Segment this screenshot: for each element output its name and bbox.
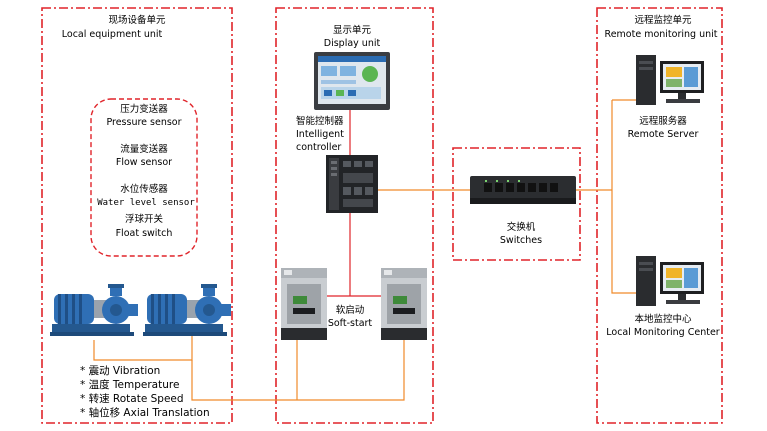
remote-server-cn: 远程服务器 — [639, 116, 687, 127]
soft-start-device-icon — [381, 268, 427, 340]
remote-trunk-wire — [611, 100, 640, 294]
display-monitor-icon — [314, 52, 390, 110]
float-switch-cn: 浮球开关 — [124, 214, 163, 225]
remote-server-computer-icon — [636, 55, 704, 105]
water-level-sensor-cn: 水位传感器 — [120, 184, 168, 195]
sensor-group-box — [90, 98, 198, 257]
measurement-vibration: * 震动 Vibration — [80, 365, 161, 377]
remote-unit-box — [596, 7, 723, 424]
display-unit-en: Display unit — [323, 38, 381, 49]
controller-box-icon — [326, 155, 378, 213]
pressure-sensor-cn: 压力变送器 — [120, 104, 168, 115]
soft-start-en: Soft-start — [327, 318, 373, 329]
water-level-sensor-en: Water level sensor — [97, 198, 195, 208]
controller-en-line1: Intelligent — [296, 129, 344, 140]
pump-to-softstart-wire — [93, 335, 193, 361]
soft-start-device-icon — [281, 268, 327, 340]
softstart2-network-wire — [297, 338, 405, 401]
switches-cn: 交换机 — [506, 222, 536, 233]
remote-unit-title-cn: 远程监控单元 — [634, 15, 692, 26]
pump-network-wire — [191, 360, 297, 401]
local-monitoring-center-en: Local Monitoring Center — [606, 327, 720, 338]
switch-unit-box — [452, 147, 581, 261]
measurement-temperature: * 温度 Temperature — [80, 379, 180, 391]
float-switch-en: Float switch — [115, 228, 173, 239]
controller-cn: 智能控制器 — [296, 116, 344, 127]
center-unit-box — [275, 7, 434, 424]
measurement-rotate-speed: * 转速 Rotate Speed — [80, 393, 184, 405]
switches-en: Switches — [499, 235, 543, 246]
local-unit-title-cn: 现场设备单元 — [108, 15, 166, 26]
local-monitoring-center-cn: 本地监控中心 — [634, 314, 692, 325]
pump-icon — [50, 284, 138, 336]
local-unit-box — [41, 7, 233, 424]
remote-server-en: Remote Server — [627, 129, 699, 140]
network-switch-icon — [470, 176, 576, 204]
flow-sensor-en: Flow sensor — [115, 157, 173, 168]
pump-icon — [143, 284, 231, 336]
flow-sensor-cn: 流量变送器 — [120, 144, 168, 155]
display-unit-cn: 显示单元 — [332, 25, 371, 36]
local-unit-title-en: Local equipment unit — [61, 29, 163, 40]
remote-unit-title-en: Remote monitoring unit — [604, 29, 718, 40]
controller-en-line2: controller — [296, 142, 342, 153]
local-monitoring-computer-icon — [636, 256, 704, 306]
pressure-sensor-en: Pressure sensor — [106, 117, 182, 128]
measurement-axial-translation: * 轴位移 Axial Translation — [80, 407, 210, 419]
soft-start-cn: 软启动 — [335, 305, 365, 316]
